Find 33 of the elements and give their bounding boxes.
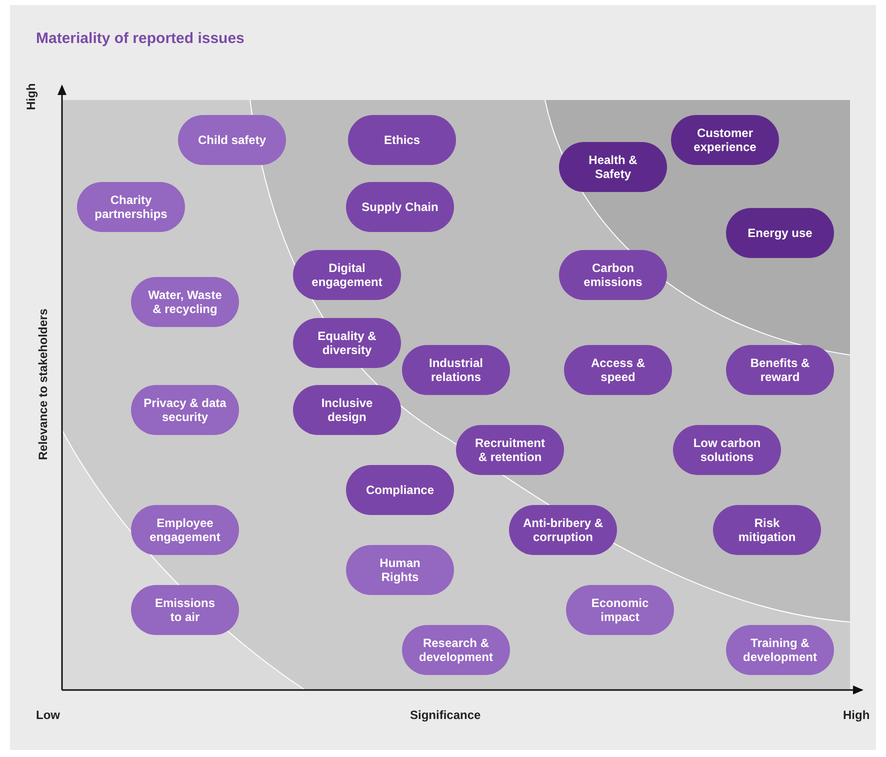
axis-end-label: High	[843, 708, 870, 722]
issue-pill: Industrial relations	[402, 345, 510, 395]
issue-pill: Digital engagement	[293, 250, 401, 300]
issue-pill: Research & development	[402, 625, 510, 675]
axis-end-label: High	[24, 83, 38, 110]
issue-pill: Health & Safety	[559, 142, 667, 192]
issue-pill: Employee engagement	[131, 505, 239, 555]
issue-pill: Anti-bribery & corruption	[509, 505, 617, 555]
issue-pill: Emissions to air	[131, 585, 239, 635]
issue-pill: Privacy & data security	[131, 385, 239, 435]
axis-end-label: Low	[36, 708, 60, 722]
issue-pill: Carbon emissions	[559, 250, 667, 300]
issue-pill: Benefits & reward	[726, 345, 834, 395]
issue-pill: Energy use	[726, 208, 834, 258]
issue-pill: Charity partnerships	[77, 182, 185, 232]
issue-pill: Recruitment & retention	[456, 425, 564, 475]
issue-pill: Inclusive design	[293, 385, 401, 435]
issue-pill: Training & development	[726, 625, 834, 675]
issue-pill: Low carbon solutions	[673, 425, 781, 475]
issue-pill: Equality & diversity	[293, 318, 401, 368]
issue-pill: Compliance	[346, 465, 454, 515]
issue-pill: Risk mitigation	[713, 505, 821, 555]
issue-pill: Access & speed	[564, 345, 672, 395]
issue-pill: Supply Chain	[346, 182, 454, 232]
issue-pill: Human Rights	[346, 545, 454, 595]
issue-pill: Water, Waste & recycling	[131, 277, 239, 327]
issue-pill: Ethics	[348, 115, 456, 165]
issue-pill: Child safety	[178, 115, 286, 165]
issue-pill: Economic impact	[566, 585, 674, 635]
axis-title: Relevance to stakeholders	[36, 308, 50, 460]
chart-title: Materiality of reported issues	[36, 30, 244, 47]
issue-pill: Customer experience	[671, 115, 779, 165]
axis-title: Significance	[410, 708, 481, 722]
